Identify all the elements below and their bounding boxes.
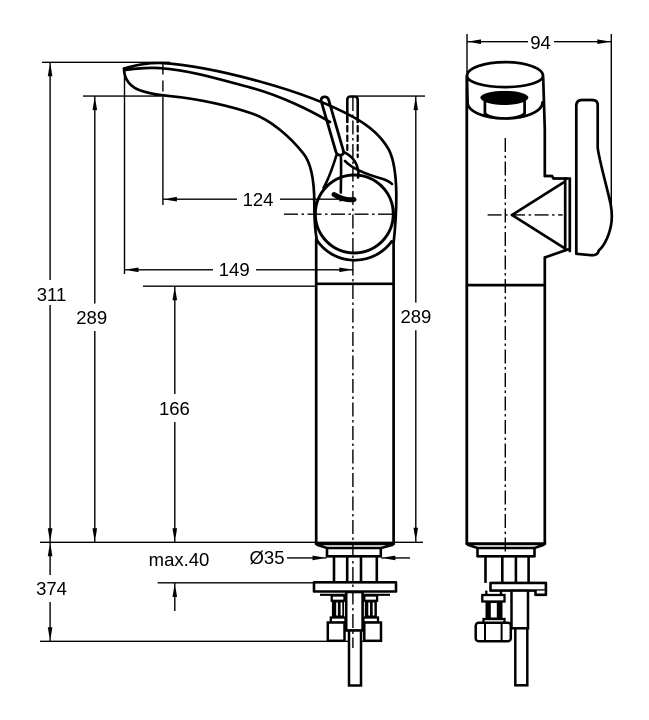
svg-text:94: 94 [530,32,551,53]
svg-text:289: 289 [76,307,107,328]
svg-text:374: 374 [36,578,67,599]
svg-text:Ø35: Ø35 [250,547,285,568]
svg-text:124: 124 [243,189,274,210]
svg-text:max.40: max.40 [149,549,210,570]
svg-text:149: 149 [219,259,250,280]
svg-text:311: 311 [37,284,67,305]
svg-text:289: 289 [400,306,431,327]
svg-text:166: 166 [159,398,190,419]
